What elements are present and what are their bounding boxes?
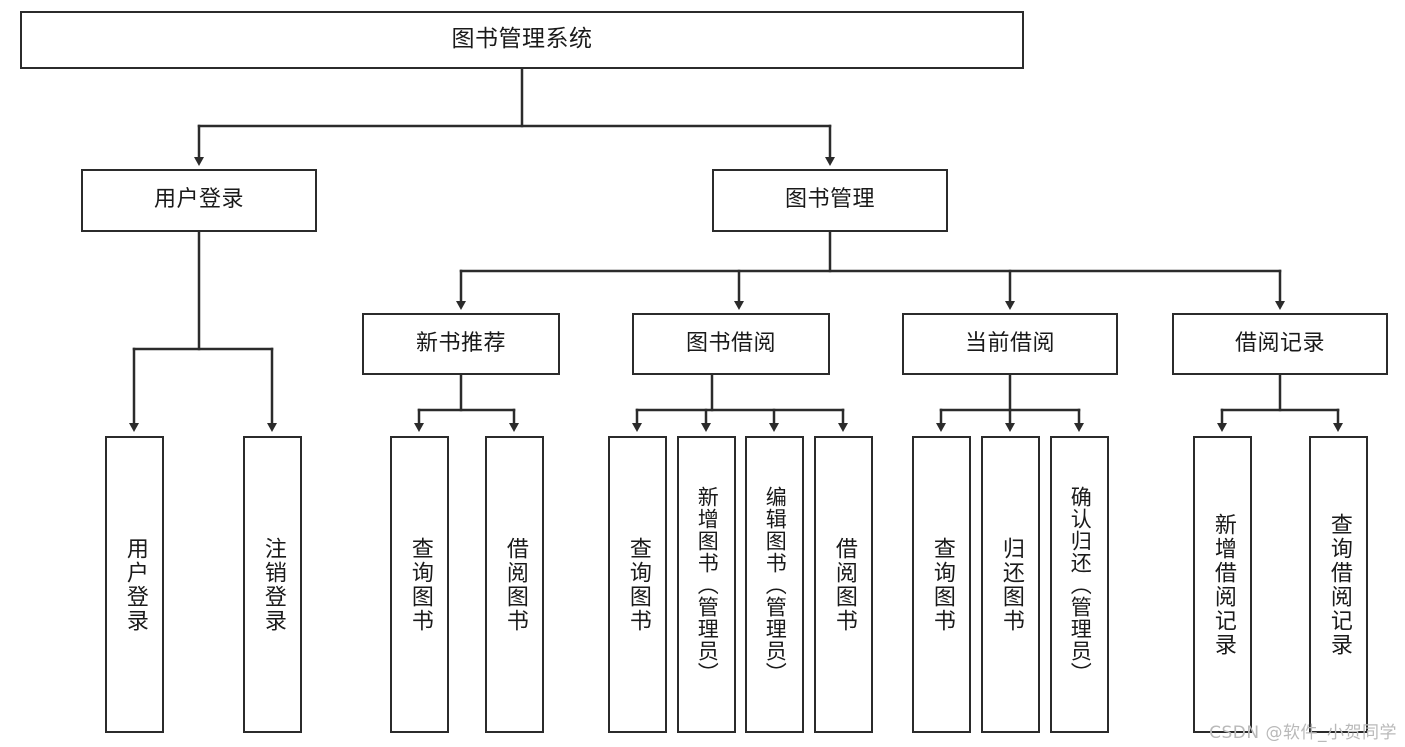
node-leaf-query-record[interactable]: 查询借阅记录 [1309, 436, 1368, 733]
node-leaf-add-record[interactable]: 新增借阅记录 [1193, 436, 1252, 733]
node-leaf-confirm-return[interactable]: 确认归还（管理员） [1050, 436, 1109, 733]
node-leaf-add-book-label: 新增图书（管理员） [695, 485, 720, 684]
node-leaf-logout-label: 注销登录 [260, 536, 286, 633]
node-user-login[interactable]: 用户登录 [81, 169, 317, 232]
node-book-borrow-label: 图书借阅 [685, 330, 776, 356]
node-borrow-record[interactable]: 借阅记录 [1172, 313, 1388, 375]
node-leaf-edit-book-label: 编辑图书（管理员） [763, 485, 788, 684]
node-new-book-rec[interactable]: 新书推荐 [362, 313, 560, 375]
node-root-label: 图书管理系统 [451, 26, 593, 53]
node-new-book-rec-label: 新书推荐 [415, 330, 506, 356]
node-book-manage-label: 图书管理 [784, 187, 875, 213]
node-leaf-user-login-label: 用户登录 [122, 536, 148, 633]
node-user-login-label: 用户登录 [153, 187, 244, 213]
node-book-manage[interactable]: 图书管理 [712, 169, 948, 232]
node-leaf-query-book-2[interactable]: 查询图书 [608, 436, 667, 733]
node-leaf-user-login[interactable]: 用户登录 [105, 436, 164, 733]
node-root[interactable]: 图书管理系统 [20, 11, 1024, 69]
node-leaf-query-book-2-label: 查询图书 [625, 536, 651, 633]
node-leaf-add-book[interactable]: 新增图书（管理员） [677, 436, 736, 733]
node-leaf-add-record-label: 新增借阅记录 [1210, 512, 1236, 657]
node-leaf-query-book-3[interactable]: 查询图书 [912, 436, 971, 733]
node-leaf-query-book-3-label: 查询图书 [929, 536, 955, 633]
node-leaf-logout[interactable]: 注销登录 [243, 436, 302, 733]
node-leaf-return-book-label: 归还图书 [998, 536, 1024, 633]
node-leaf-borrow-book-2[interactable]: 借阅图书 [814, 436, 873, 733]
node-leaf-borrow-book-2-label: 借阅图书 [831, 536, 857, 633]
node-leaf-query-book-1-label: 查询图书 [407, 536, 433, 633]
node-current-borrow-label: 当前借阅 [964, 330, 1055, 356]
node-leaf-query-record-label: 查询借阅记录 [1326, 512, 1352, 657]
node-leaf-edit-book[interactable]: 编辑图书（管理员） [745, 436, 804, 733]
node-leaf-borrow-book-1-label: 借阅图书 [502, 536, 528, 633]
node-leaf-confirm-return-label: 确认归还（管理员） [1068, 485, 1093, 684]
node-leaf-borrow-book-1[interactable]: 借阅图书 [485, 436, 544, 733]
node-borrow-record-label: 借阅记录 [1234, 330, 1325, 356]
node-leaf-query-book-1[interactable]: 查询图书 [390, 436, 449, 733]
node-leaf-return-book[interactable]: 归还图书 [981, 436, 1040, 733]
node-current-borrow[interactable]: 当前借阅 [902, 313, 1118, 375]
node-book-borrow[interactable]: 图书借阅 [632, 313, 830, 375]
